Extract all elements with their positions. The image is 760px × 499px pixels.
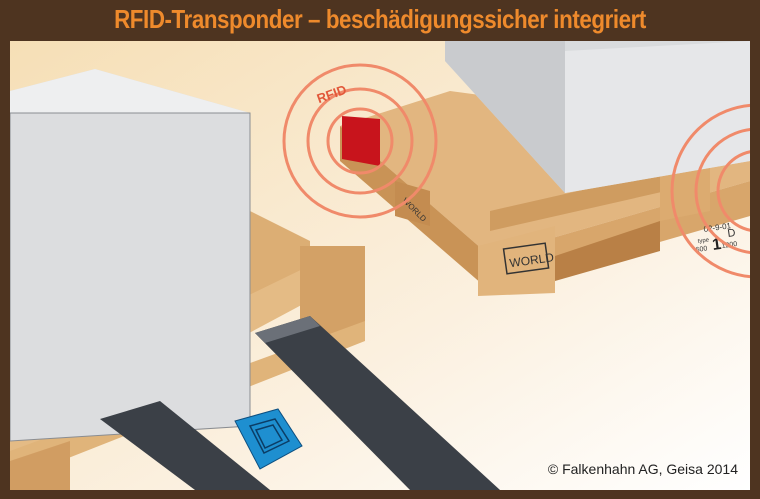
pallet-brand-stamp: WORLD — [509, 250, 556, 270]
copyright-notice: © Falkenhahn AG, Geisa 2014 — [547, 461, 738, 477]
rfid-tag — [234, 408, 303, 470]
rfid-signal-rings-right — [670, 103, 750, 279]
illustration: WORLD WORLD 02-9-01 type 1 D 600 1200 RF… — [10, 41, 750, 490]
pallet-type-number: 1 — [711, 236, 722, 254]
scene-svg: WORLD WORLD 02-9-01 type 1 D 600 1200 RF… — [10, 41, 750, 490]
pallet-mark: D — [727, 227, 737, 240]
page-title: RFID-Transponder – beschädigungssicher i… — [114, 4, 646, 34]
forklift-fork-left — [100, 401, 270, 490]
forklift-fork-right — [255, 316, 500, 490]
rfid-transponder-block — [342, 116, 380, 166]
rfid-signal-rings-left — [282, 63, 438, 219]
pallet-width: 600 — [695, 245, 708, 254]
pallet-type-label: type — [697, 237, 710, 245]
